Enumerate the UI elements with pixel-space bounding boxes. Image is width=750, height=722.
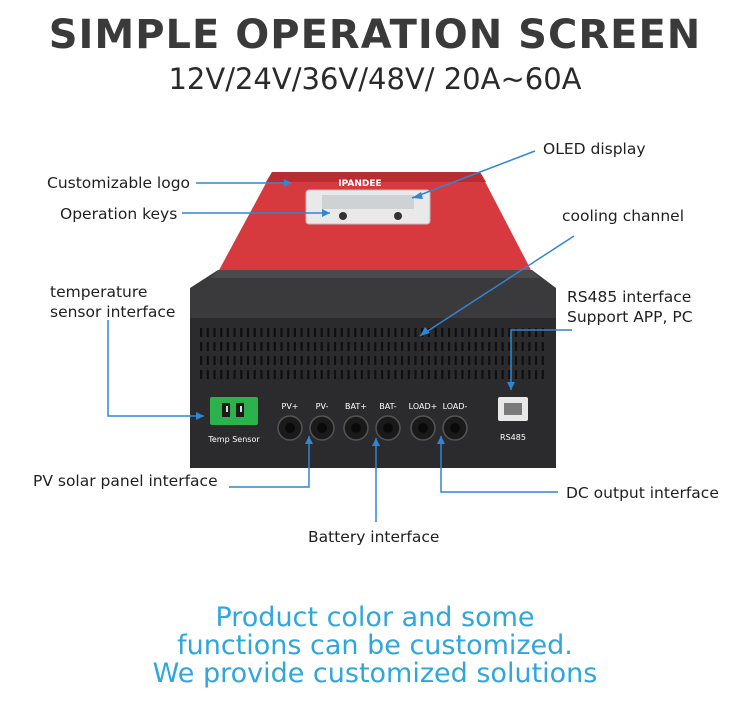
terminal-port: BAT-: [375, 402, 401, 441]
footer-line-1: Product color and some: [215, 602, 535, 633]
terminal-port: PV+: [277, 402, 303, 441]
footer-line-3: We provide customized solutions: [152, 658, 598, 689]
rs485-callout-line: [510, 329, 572, 390]
device-shoulder: [190, 270, 556, 318]
callout-arrowheads: [196, 179, 515, 446]
callout-lines: [107, 150, 575, 522]
battery-interface-label: Battery interface: [308, 528, 440, 546]
terminal-port: LOAD-: [442, 402, 468, 441]
dc-callout-line: [440, 436, 558, 493]
terminal-port-label: LOAD-: [443, 402, 468, 411]
operation-key-left: [339, 212, 347, 220]
terminal-port-label: PV+: [282, 402, 299, 411]
terminal-ports: PV+ PV- BAT+ BAT- LOAD+ LOAD-: [277, 402, 468, 441]
terminal-port-label: LOAD+: [409, 402, 438, 411]
pv-callout-line: [229, 436, 310, 488]
cooling-channel-label: cooling channel: [562, 207, 685, 225]
page-title: SIMPLE OPERATION SCREEN: [48, 12, 702, 58]
temp-sensor-label: Temp Sensor: [207, 435, 260, 444]
operation-keys-label: Operation keys: [60, 205, 178, 223]
temperature-label-line1: temperature: [50, 283, 148, 301]
terminal-port-label: PV-: [316, 402, 329, 411]
pv-interface-label: PV solar panel interface: [33, 472, 218, 490]
temp-callout-line: [107, 320, 204, 417]
cooling-vents: [200, 328, 544, 379]
dc-output-label: DC output interface: [566, 484, 719, 502]
temp-sensor-connector: [210, 397, 258, 425]
terminal-port-label: BAT+: [345, 402, 367, 411]
device-logo: IPANDEE: [338, 179, 381, 189]
rs485-label-line1: RS485 interface: [567, 288, 692, 306]
oled-display-label: OLED display: [543, 140, 646, 158]
rs485-label-line2: Support APP, PC: [567, 308, 693, 326]
oled-callout-line: [411, 150, 536, 199]
terminal-port: BAT+: [343, 402, 369, 441]
footer-line-2: functions can be customized.: [177, 630, 573, 661]
voltage-current-subtitle: 12V/24V/36V/48V/ 20A~60A: [168, 62, 582, 96]
cooling-callout-line: [419, 235, 575, 337]
terminal-port: PV-: [309, 402, 335, 441]
customizable-logo-label: Customizable logo: [47, 174, 191, 192]
terminal-port-label: BAT-: [379, 402, 396, 411]
operation-key-right: [394, 212, 402, 220]
rs485-port-label: RS485: [500, 433, 526, 442]
terminal-port: LOAD+: [409, 402, 438, 441]
temperature-label-line2: sensor interface: [50, 303, 176, 321]
